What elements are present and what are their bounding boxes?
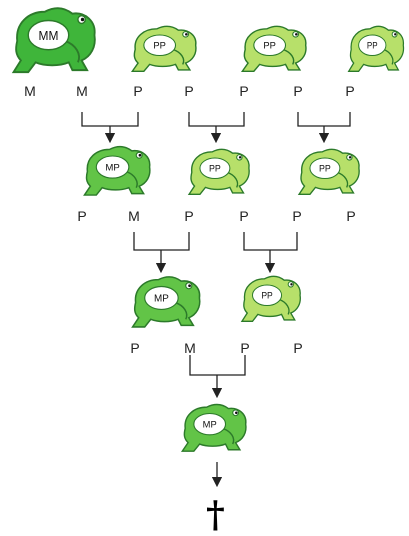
genotype-label: PP: [153, 41, 165, 51]
genotype-label: PP: [263, 41, 275, 51]
allele-label: P: [184, 208, 194, 224]
cross-line-1: [81, 112, 139, 138]
frog-icon: PP: [130, 25, 197, 72]
allele-label: M: [76, 83, 88, 99]
death-cross-icon: †: [206, 494, 225, 536]
cross-line-4: [133, 232, 190, 268]
frog-icon: MP: [131, 276, 201, 328]
allele-label: P: [184, 83, 194, 99]
allele-label: P: [292, 208, 302, 224]
frog-icon: PP: [187, 148, 250, 195]
allele-label: P: [239, 83, 249, 99]
genotype-label: MM: [39, 29, 59, 43]
frog-pp: PP: [345, 22, 407, 74]
frog-icon: MM: [11, 7, 96, 74]
genotype-label: PP: [319, 164, 331, 174]
frog-mp: MP: [128, 272, 204, 330]
genotype-label: MP: [105, 163, 119, 174]
genotype-label: MP: [154, 294, 169, 305]
allele-label: P: [346, 208, 356, 224]
genotype-label: MP: [203, 420, 217, 430]
cross-line-3: [297, 112, 351, 138]
frog-icon: MP: [83, 145, 151, 196]
cross-line-2: [188, 112, 245, 138]
genotype-label: PP: [261, 291, 273, 301]
allele-label: P: [345, 83, 355, 99]
frog-mp: MP: [80, 142, 154, 198]
cross-line-5: [243, 232, 298, 268]
frog-pp: PP: [238, 272, 304, 324]
frog-icon: PP: [240, 275, 301, 322]
frog-icon: MP: [180, 403, 247, 452]
allele-label: M: [24, 83, 36, 99]
genotype-label: PP: [209, 164, 221, 174]
frog-pp: PP: [185, 145, 253, 197]
frog-pp: PP: [295, 145, 363, 197]
frog-pp: PP: [238, 22, 310, 74]
allele-label: P: [293, 340, 303, 356]
cross-line-6: [189, 355, 246, 393]
allele-label: P: [239, 208, 249, 224]
allele-label: P: [240, 340, 250, 356]
frog-icon: PP: [297, 148, 360, 195]
frog-pp: PP: [128, 22, 200, 74]
allele-label: P: [293, 83, 303, 99]
allele-label: M: [128, 208, 140, 224]
allele-label: P: [133, 83, 143, 99]
frog-icon: PP: [347, 25, 405, 72]
allele-label: P: [77, 208, 87, 224]
allele-label: M: [184, 340, 196, 356]
allele-label: P: [130, 340, 140, 356]
frog-mp: MP: [178, 400, 250, 454]
frog-mm: MM: [8, 2, 100, 76]
genotype-label: PP: [367, 40, 378, 50]
frog-icon: PP: [240, 25, 307, 72]
